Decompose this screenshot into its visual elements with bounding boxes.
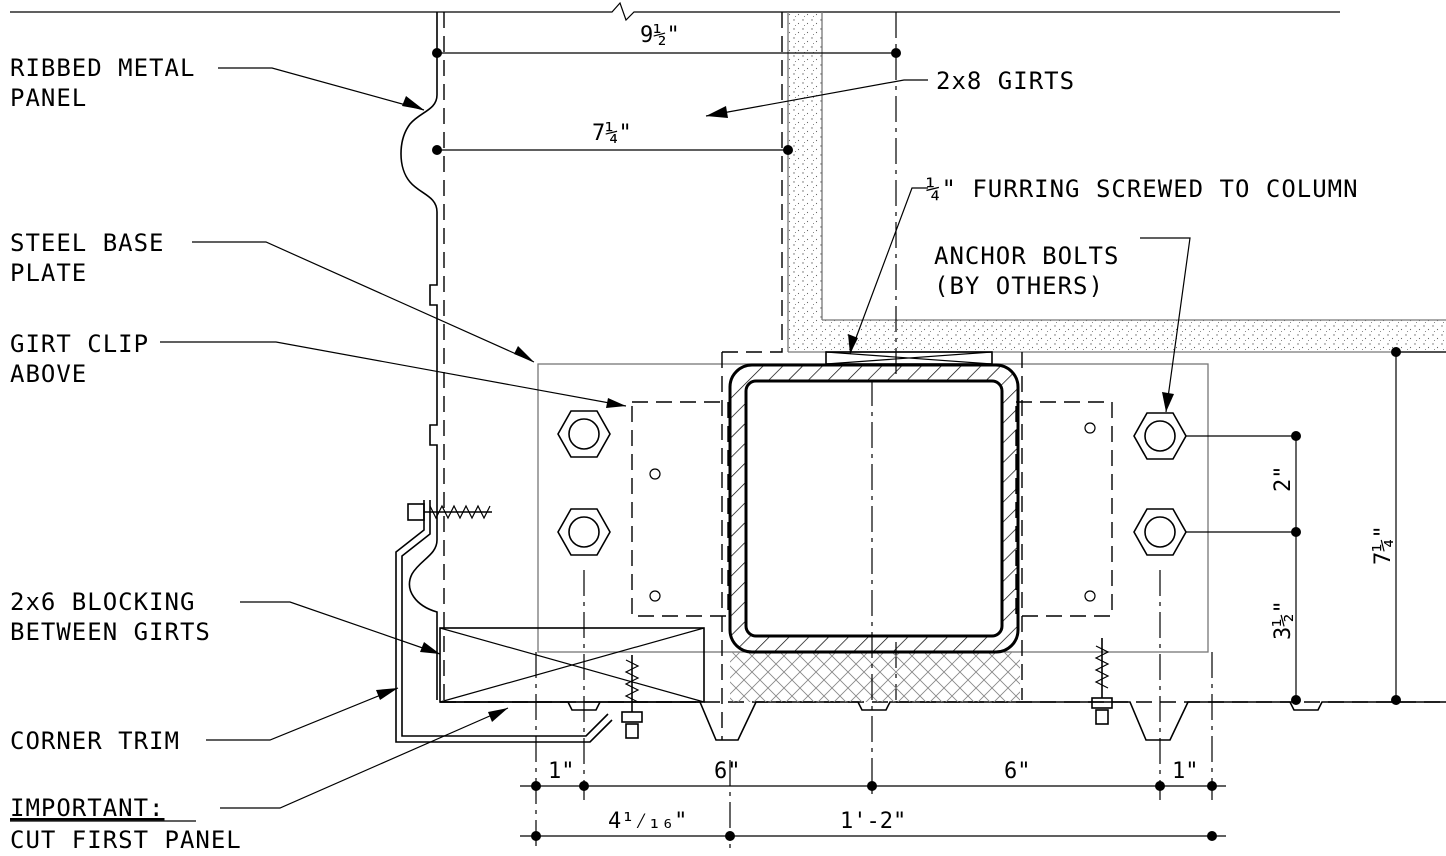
top-break-line [10,1,1340,22]
insulation-vertical [787,12,823,352]
label-anchor-bolts-1: ANCHOR BOLTS [934,242,1119,270]
dim-text-right-edge: 1" [1172,759,1199,784]
label-girt-clip-1: GIRT CLIP [10,330,149,358]
screw-right [1091,638,1113,725]
label-2x6-blocking-1: 2x6 BLOCKING [10,588,195,616]
label-important: IMPORTANT: [10,794,165,822]
dim-bottom-row-1 [520,781,1226,791]
label-2x8-girts: 2x8 GIRTS [936,67,1075,95]
dim-bottom-row-2 [520,831,1226,841]
label-corner-trim: CORNER TRIM [10,727,180,755]
screw-left [407,503,492,521]
bolt-centerlines [535,570,1213,848]
girt-outline [722,12,897,700]
dim-inner-width [432,145,793,155]
label-2x6-blocking-2: BETWEEN GIRTS [10,618,211,646]
dim-text-inner-width: 7¼" [592,121,632,146]
blocking-2x6 [439,627,705,703]
dim-text-left-edge: 1" [548,759,575,784]
dim-text-bolt-edge: 3½" [1271,600,1296,640]
dim-text-left-half: 6" [714,759,741,784]
insulation-horizontal [788,319,1446,353]
label-ribbed-metal-panel-2: PANEL [10,84,87,112]
screw-center [621,655,643,739]
dim-text-top-width: 9½" [640,23,680,48]
label-girt-clip-2: ABOVE [10,360,87,388]
label-steel-base-plate-1: STEEL BASE [10,229,165,257]
label-cut-first-panel: CUT FIRST PANEL [10,826,242,854]
bottom-ribbed-panel [440,701,1446,741]
anchor-bolt-bottom-right [1133,508,1187,556]
clip-holes [649,422,1096,602]
dim-top-width [432,48,901,58]
label-anchor-bolts-2: (BY OTHERS) [934,272,1104,300]
label-furring: ¼" FURRING SCREWED TO COLUMN [926,175,1359,203]
anchor-bolt-bottom-left [557,508,611,556]
leader-lines [160,67,1191,809]
anchor-bolt-top-left [557,410,611,458]
cross-hatch-zone [730,652,1020,702]
column-dashed-extent [721,352,1023,740]
furring-strip [825,351,993,365]
dim-text-bolt-spacing: 2" [1271,466,1296,493]
label-ribbed-metal-panel-1: RIBBED METAL [10,54,195,82]
anchor-bolt-top-right [1133,412,1187,460]
dim-text-total-height: 7¼" [1371,525,1396,565]
ribbed-metal-panel [400,12,445,700]
girt-clip-right [1015,401,1113,617]
label-steel-base-plate-2: PLATE [10,259,87,287]
dim-text-plate-width: 1'-2" [840,809,906,834]
corner-trim [395,500,613,743]
steel-column [728,363,1020,654]
dim-text-right-half: 6" [1004,759,1031,784]
dim-vertical-right [1186,347,1446,705]
dim-text-offset: 4¹⁄₁₆" [608,809,687,834]
girt-clip-left [631,401,729,617]
leader-arrowheads [376,96,1174,722]
